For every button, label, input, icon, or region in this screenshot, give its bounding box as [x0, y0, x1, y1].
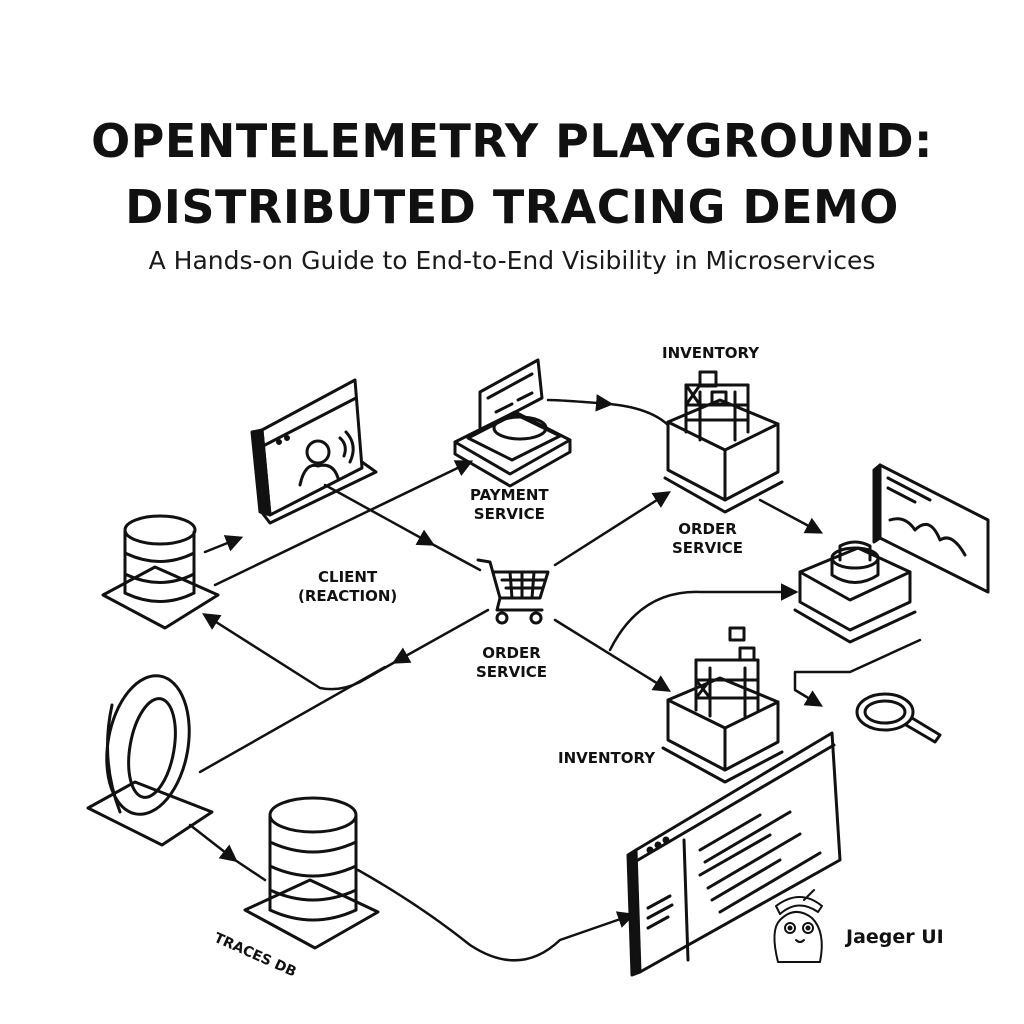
ring-icon [86, 674, 214, 847]
traces-database-icon [243, 796, 380, 950]
magnifier-icon [855, 692, 942, 744]
jaeger-ui-label: Jaeger UI [846, 926, 944, 948]
payment-terminal-icon [453, 358, 572, 488]
order-service-right-label: ORDER SERVICE [672, 520, 743, 558]
server-box-icon [793, 540, 917, 644]
inventory-bottom-label: INVENTORY [558, 749, 656, 767]
client-label-text: CLIENT (REACTION) [298, 568, 398, 605]
connector-lines [188, 394, 922, 962]
shopping-cart-icon [476, 558, 550, 625]
code-window-icon [626, 731, 842, 977]
database-icon [101, 514, 220, 630]
page-title-line2: DISTRIBUTED TRACING DEMO [125, 180, 899, 234]
page-subtitle: A Hands-on Guide to End-to-End Visibilit… [148, 246, 876, 275]
warehouse-shelf-icon [663, 370, 784, 514]
inventory-top-label: INVENTORY [662, 344, 760, 362]
order-service-center-label-text: ORDER SERVICE [476, 644, 548, 681]
chart-monitor-icon [872, 463, 990, 594]
payment-service-label-text: PAYMENT SERVICE [470, 486, 549, 523]
order-service-right-label-text: ORDER SERVICE [672, 520, 744, 557]
page-title-line1: OPENTELEMETRY PLAYGROUND: [91, 114, 933, 168]
gopher-mascot-icon [773, 889, 823, 963]
browser-user-icon [250, 378, 378, 525]
order-service-center-label: ORDER SERVICE [476, 644, 547, 682]
warehouse-shelf-icon-2 [661, 626, 784, 784]
payment-service-label: PAYMENT SERVICE [470, 486, 549, 524]
client-label: CLIENT (REACTION) [298, 568, 397, 606]
